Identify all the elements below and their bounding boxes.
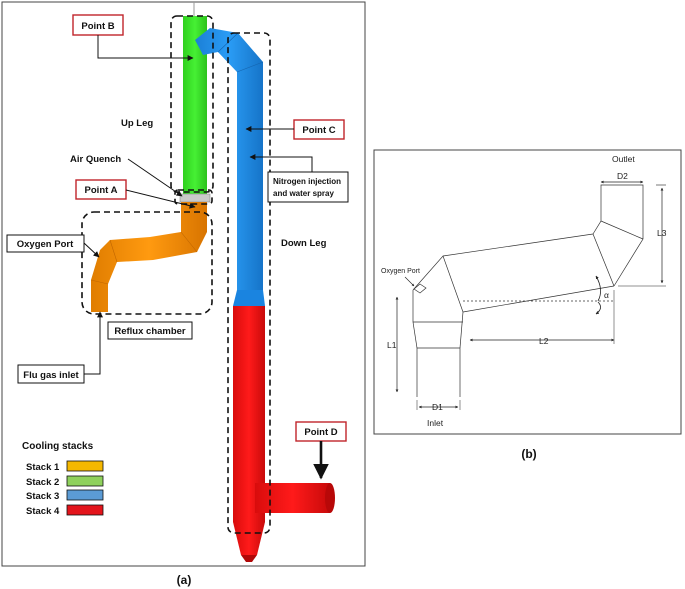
panel-b-frame xyxy=(373,149,682,435)
d2-label: D2 xyxy=(617,171,628,181)
up-leg-label: Up Leg xyxy=(121,118,153,129)
outlet-label: Outlet xyxy=(612,154,635,164)
nitrogen-label-line1: Nitrogen injection xyxy=(273,177,341,186)
d1-label: D1 xyxy=(432,402,443,412)
legend-item-label-1: Stack 1 xyxy=(26,462,60,473)
nitrogen-injection-box xyxy=(267,171,349,203)
legend-swatch-4 xyxy=(66,504,104,516)
down-leg-pipe xyxy=(195,28,263,300)
schematic-drawing xyxy=(412,184,644,397)
caption-a: (a) xyxy=(177,573,192,587)
down-leg-region xyxy=(227,32,271,534)
point-b-label: Point B xyxy=(81,21,114,32)
caption-b: (b) xyxy=(521,447,536,461)
legend-swatch-3 xyxy=(66,489,104,501)
inlet-label: Inlet xyxy=(427,418,444,428)
legend-title: Cooling stacks xyxy=(22,441,94,452)
point-a-box xyxy=(75,179,127,200)
flu-gas-inlet-label: Flu gas inlet xyxy=(23,370,79,381)
legend-item-label-3: Stack 3 xyxy=(26,491,59,502)
side-outlet-pipe xyxy=(255,483,330,513)
up-leg-region xyxy=(170,15,214,193)
legend: Cooling stacks Stack 1 Stack 2 Stack 3 S… xyxy=(22,441,104,517)
alpha-label: α xyxy=(604,290,609,300)
l1-label: L1 xyxy=(387,340,397,350)
legend-swatch-2 xyxy=(66,475,104,487)
air-quench-ring xyxy=(179,193,211,203)
reflux-chamber-box xyxy=(107,321,193,340)
nitrogen-label-line2: and water spray xyxy=(273,189,334,198)
legend-swatch-1 xyxy=(66,460,104,472)
panel-a-frame xyxy=(1,1,366,567)
oxygen-port-label-b: Oxygen Port xyxy=(381,268,420,275)
reactor-geometry xyxy=(90,2,335,562)
air-quench-label: Air Quench xyxy=(70,154,121,165)
reflux-chamber-label: Reflux chamber xyxy=(114,326,186,337)
point-d-label: Point D xyxy=(304,427,337,438)
reflux-chamber-region xyxy=(81,211,213,315)
point-a-label: Point A xyxy=(85,185,118,196)
l2-label: L2 xyxy=(539,336,549,346)
reflux-chamber-pipe xyxy=(91,202,207,312)
legend-item-label-2: Stack 2 xyxy=(26,477,59,488)
oxygen-port-label: Oxygen Port xyxy=(17,239,74,250)
legend-item-label-4: Stack 4 xyxy=(26,506,60,517)
point-c-label: Point C xyxy=(302,125,335,136)
down-leg-label: Down Leg xyxy=(281,238,327,249)
l3-label: L3 xyxy=(657,228,667,238)
